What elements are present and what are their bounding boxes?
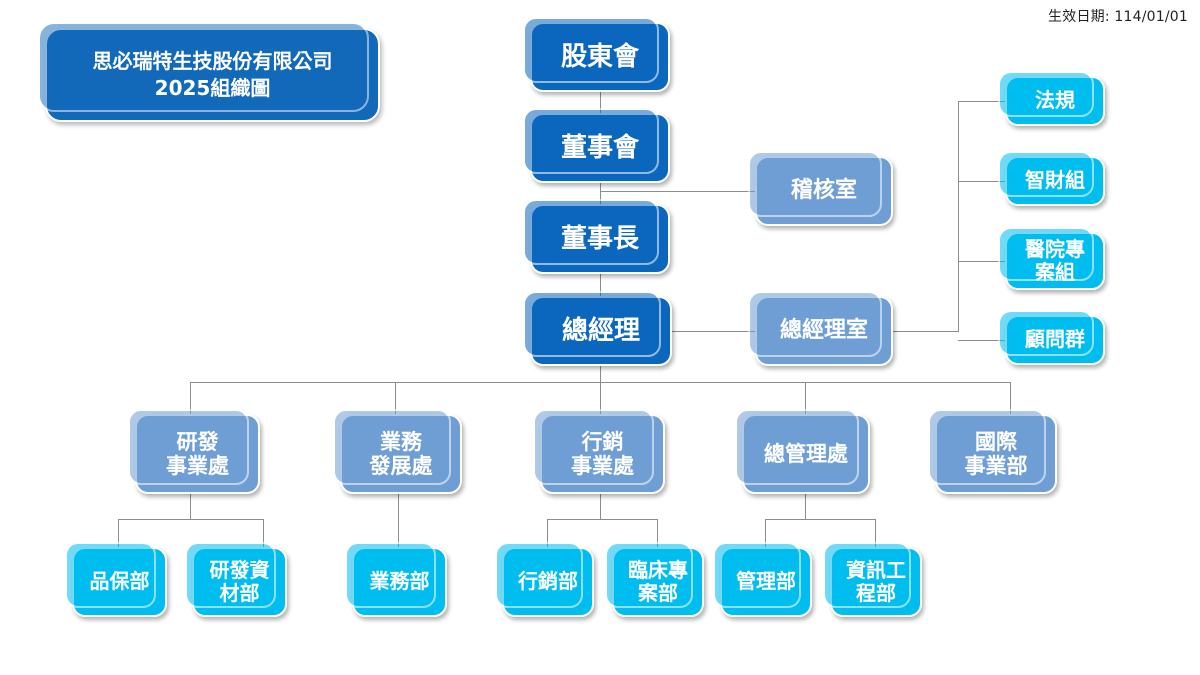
connector-division-stem-1 <box>395 382 396 414</box>
node-group-ip[interactable]: 智財組 <box>998 151 1105 206</box>
node-division-marketing[interactable]: 行銷 事業處 <box>533 409 665 494</box>
node-dept-rd-materials[interactable]: 研發資 材部 <box>185 542 287 617</box>
node-dept-marketing[interactable]: 行銷部 <box>495 542 594 617</box>
connector-gm-gmoffice <box>672 331 755 332</box>
node-dept-it-engineering[interactable]: 資訊工 程部 <box>823 542 922 617</box>
node-division-rd[interactable]: 研發 事業處 <box>128 409 260 494</box>
connector-dept-stem-0-1 <box>263 519 264 547</box>
node-general-manager[interactable]: 總經理 <box>523 291 672 366</box>
chart-title-box: 思必瑞特生技股份有限公司 2025組織圖 <box>38 22 380 122</box>
node-division-international[interactable]: 國際 事業部 <box>928 409 1057 494</box>
connector-dept-stem-2-0 <box>547 519 548 547</box>
effective-date-label: 生效日期: 114/01/01 <box>1048 9 1188 25</box>
connector-dept-bus-2 <box>547 519 657 520</box>
connector-division-stem-2 <box>600 382 601 414</box>
connector-gmoffice-spine <box>893 331 958 332</box>
connector-dept-stem-3-0 <box>765 519 766 547</box>
connector-spine-group-0 <box>958 101 1005 102</box>
node-dept-clinical-project[interactable]: 臨床專 案部 <box>605 542 704 617</box>
connector-board-audit <box>600 191 755 192</box>
connector-spine-group-3 <box>958 340 1005 341</box>
node-division-business-development[interactable]: 業務 發展處 <box>333 409 462 494</box>
connector-board-chairman <box>600 182 601 212</box>
connector-group-spine <box>958 101 959 332</box>
node-group-hospital-project[interactable]: 醫院專 案組 <box>998 227 1105 290</box>
connector-dept-bus-0 <box>118 519 263 520</box>
connector-spine-group-1 <box>958 181 1005 182</box>
connector-spine-group-2 <box>958 261 1005 262</box>
node-dept-administration[interactable]: 管理部 <box>713 542 812 617</box>
node-audit-office[interactable]: 稽核室 <box>748 151 893 226</box>
node-gm-office[interactable]: 總經理室 <box>748 291 893 366</box>
connector-dept-stem-3-1 <box>875 519 876 547</box>
connector-dept-drop-0 <box>190 494 191 519</box>
connector-dept-bus-3 <box>765 519 875 520</box>
node-chairman[interactable]: 董事長 <box>523 199 670 274</box>
connector-gm-drop <box>600 360 601 382</box>
node-dept-sales[interactable]: 業務部 <box>345 542 447 617</box>
node-group-advisors[interactable]: 顧問群 <box>998 310 1105 365</box>
connector-dept-stem-0-0 <box>118 519 119 547</box>
node-group-regulatory[interactable]: 法規 <box>998 71 1105 126</box>
connector-division-stem-4 <box>1010 382 1011 414</box>
node-division-general-administration[interactable]: 總管理處 <box>735 409 870 494</box>
connector-shareholders-board <box>600 91 601 121</box>
node-board-of-directors[interactable]: 董事會 <box>523 108 670 183</box>
connector-dept-drop-3 <box>805 494 806 519</box>
connector-division-stem-3 <box>805 382 806 414</box>
connector-dept-drop-1 <box>398 494 399 547</box>
connector-chairman-gm <box>600 273 601 303</box>
node-shareholders[interactable]: 股東會 <box>523 17 670 92</box>
connector-division-stem-0 <box>190 382 191 414</box>
connector-dept-stem-2-1 <box>657 519 658 547</box>
connector-dept-drop-2 <box>600 494 601 519</box>
node-dept-qa[interactable]: 品保部 <box>65 542 167 617</box>
